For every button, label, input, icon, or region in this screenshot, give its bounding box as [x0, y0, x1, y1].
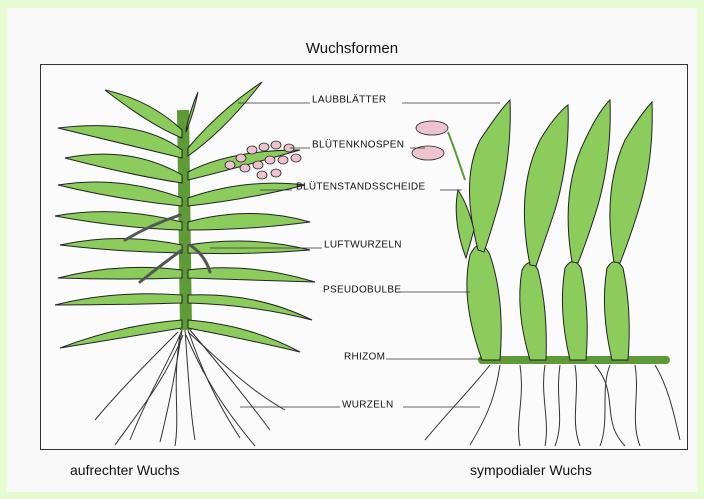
- caption-upright-growth: aufrechter Wuchs: [70, 462, 179, 478]
- left-stem: [183, 110, 186, 330]
- caption-sympodial-growth: sympodialer Wuchs: [470, 462, 592, 478]
- label-rhizom: RHIZOM: [344, 352, 385, 363]
- right-roots: [425, 365, 680, 446]
- label-pseudobulbe: PSEUDOBULBE: [323, 285, 401, 296]
- right-leaves: [456, 100, 652, 266]
- right-buds: [412, 121, 465, 180]
- label-bluetenstandsscheide: BLÜTENSTANDSSCHEIDE: [296, 182, 425, 193]
- pseudobulbs: [467, 245, 629, 360]
- label-laubblaetter: LAUBBLÄTTER: [312, 95, 386, 106]
- label-luftwurzeln: LUFTWURZELN: [324, 240, 402, 251]
- left-roots: [95, 330, 285, 446]
- label-wurzeln: WURZELN: [342, 400, 394, 411]
- label-bluetenknospen: BLÜTENKNOSPEN: [312, 140, 404, 151]
